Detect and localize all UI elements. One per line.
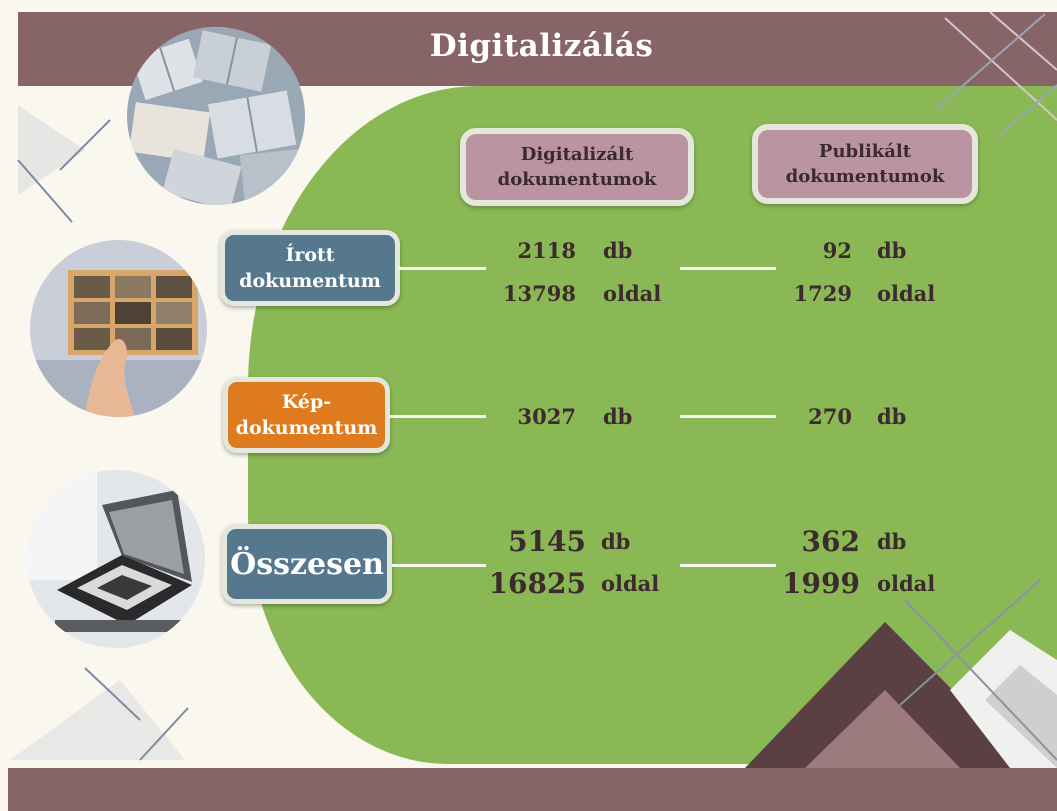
footer-band: [8, 768, 1057, 811]
mauve-triangle-shape: [805, 690, 960, 768]
value-written-published-count: 92: [822, 238, 852, 263]
connector-line: [398, 267, 486, 270]
deco-line: [139, 707, 189, 761]
page-title: Digitalizálás: [429, 28, 654, 64]
category-label-total: Összesen: [222, 524, 392, 604]
deco-line: [17, 159, 73, 223]
column-header-digitized: Digitalizált dokumentumok: [460, 128, 694, 206]
deco-line: [944, 17, 1057, 121]
unit-image-digitized-count: db: [603, 404, 633, 429]
deco-line: [59, 119, 111, 171]
value-written-published-pages: 1729: [793, 281, 852, 306]
unit-written-digitized-count: db: [603, 238, 633, 263]
value-written-digitized-pages: 13798: [502, 281, 576, 306]
value-total-published-pages: 1999: [782, 567, 860, 600]
unit-image-published-count: db: [877, 404, 907, 429]
connector-line: [390, 415, 486, 418]
unit-total-published-pages: oldal: [877, 571, 936, 596]
deco-line: [84, 667, 141, 721]
value-total-digitized-count: 5145: [508, 525, 586, 558]
photographs-in-hand-photo: [30, 240, 207, 417]
category-label-text: Írott dokumentum: [239, 244, 381, 292]
column-header-digitized-text: Digitalizált dokumentumok: [497, 144, 657, 190]
category-label-image-document: Kép-dokumentum: [223, 377, 390, 453]
deco-line: [904, 599, 1057, 761]
deco-line: [934, 13, 1046, 111]
value-total-digitized-pages: 16825: [488, 567, 586, 600]
column-header-published-text: Publikált dokumentumok: [785, 141, 945, 187]
connector-line: [392, 564, 486, 567]
category-label-written-document: Írott dokumentum: [220, 230, 400, 306]
connector-line: [680, 564, 776, 567]
deco-line: [899, 579, 1041, 706]
unit-written-published-pages: oldal: [877, 281, 936, 306]
value-written-digitized-count: 2118: [517, 238, 576, 263]
unit-total-digitized-count: db: [601, 529, 631, 554]
left-diamond-shape: [18, 105, 85, 195]
unit-written-digitized-pages: oldal: [603, 281, 662, 306]
column-header-published: Publikált dokumentumok: [752, 124, 978, 204]
deco-line: [999, 84, 1057, 136]
deco-line: [989, 11, 1057, 71]
books-photo: [127, 27, 305, 205]
unit-total-digitized-pages: oldal: [601, 571, 660, 596]
unit-total-published-count: db: [877, 529, 907, 554]
value-image-digitized-count: 3027: [517, 404, 576, 429]
category-label-text: Összesen: [230, 546, 384, 582]
value-image-published-count: 270: [808, 404, 852, 429]
bottom-left-triangle-shape: [10, 680, 185, 760]
unit-written-published-count: db: [877, 238, 907, 263]
category-label-text: Kép-dokumentum: [235, 391, 378, 439]
scanner-photo: [27, 470, 205, 648]
connector-line: [680, 267, 776, 270]
value-total-published-count: 362: [801, 525, 860, 558]
connector-line: [680, 415, 776, 418]
